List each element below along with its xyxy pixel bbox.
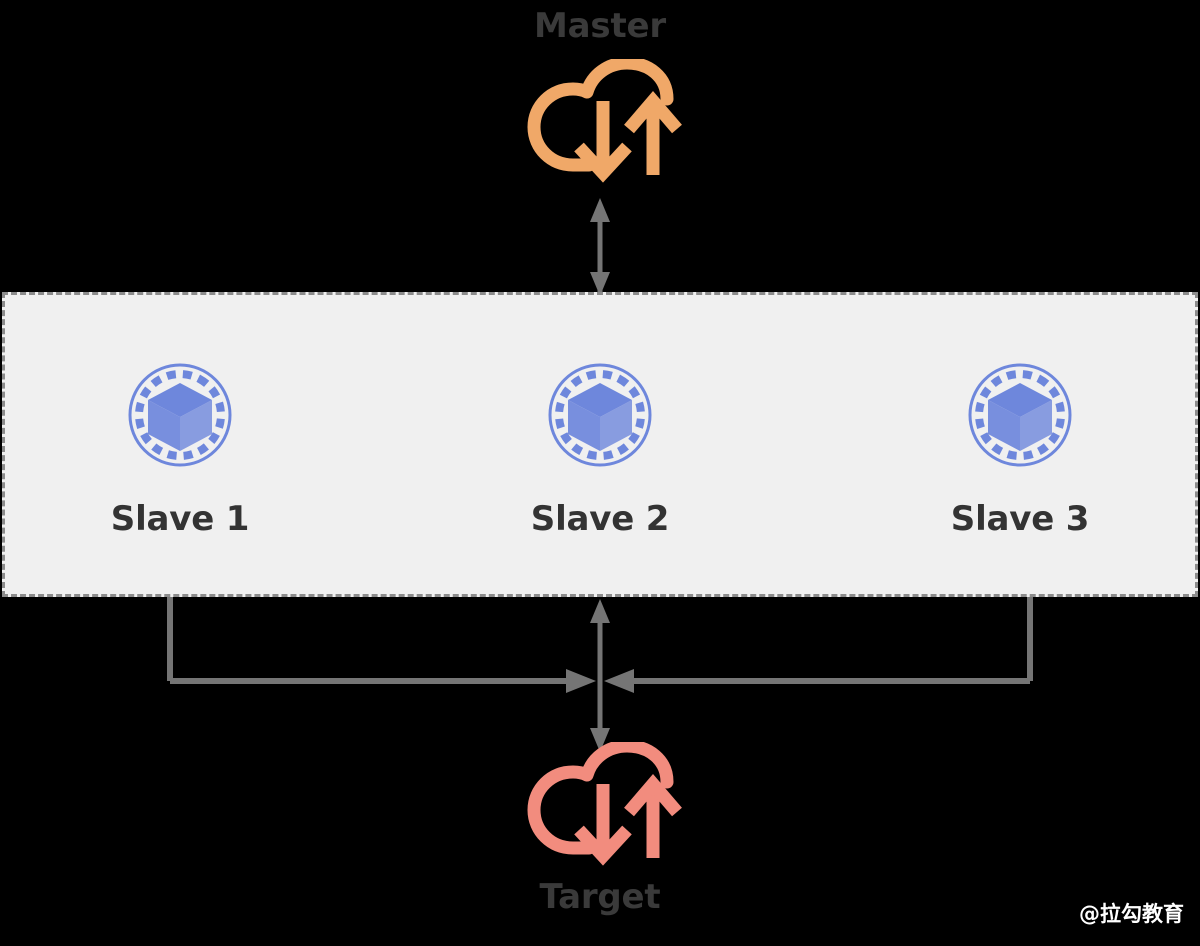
cube-node-icon [966,361,1074,473]
slave-group-container: Slave 1 Slave 2 [2,292,1198,597]
slave-node-2[interactable]: Slave 2 [485,295,715,539]
cloud-sync-icon [515,56,685,188]
slave-node-3[interactable]: Slave 3 [905,295,1135,539]
target-label: Target [539,877,661,917]
slave-node-1[interactable]: Slave 1 [65,295,295,539]
target-node: Target [0,739,1200,917]
cube-node-icon [126,361,234,473]
master-node: Master [0,6,1200,188]
slave-row: Slave 1 Slave 2 [5,295,1195,594]
slave-label-2: Slave 2 [530,499,670,539]
cube-node-icon [546,361,654,473]
slave-label-1: Slave 1 [110,499,250,539]
slave-bracket-connector [167,597,1033,693]
watermark: @拉勾教育 [1079,902,1184,926]
slave-label-3: Slave 3 [950,499,1090,539]
target-connector-arrow [590,599,610,752]
master-label: Master [534,6,666,46]
master-connector-arrow [590,198,610,296]
cloud-sync-icon [515,739,685,871]
